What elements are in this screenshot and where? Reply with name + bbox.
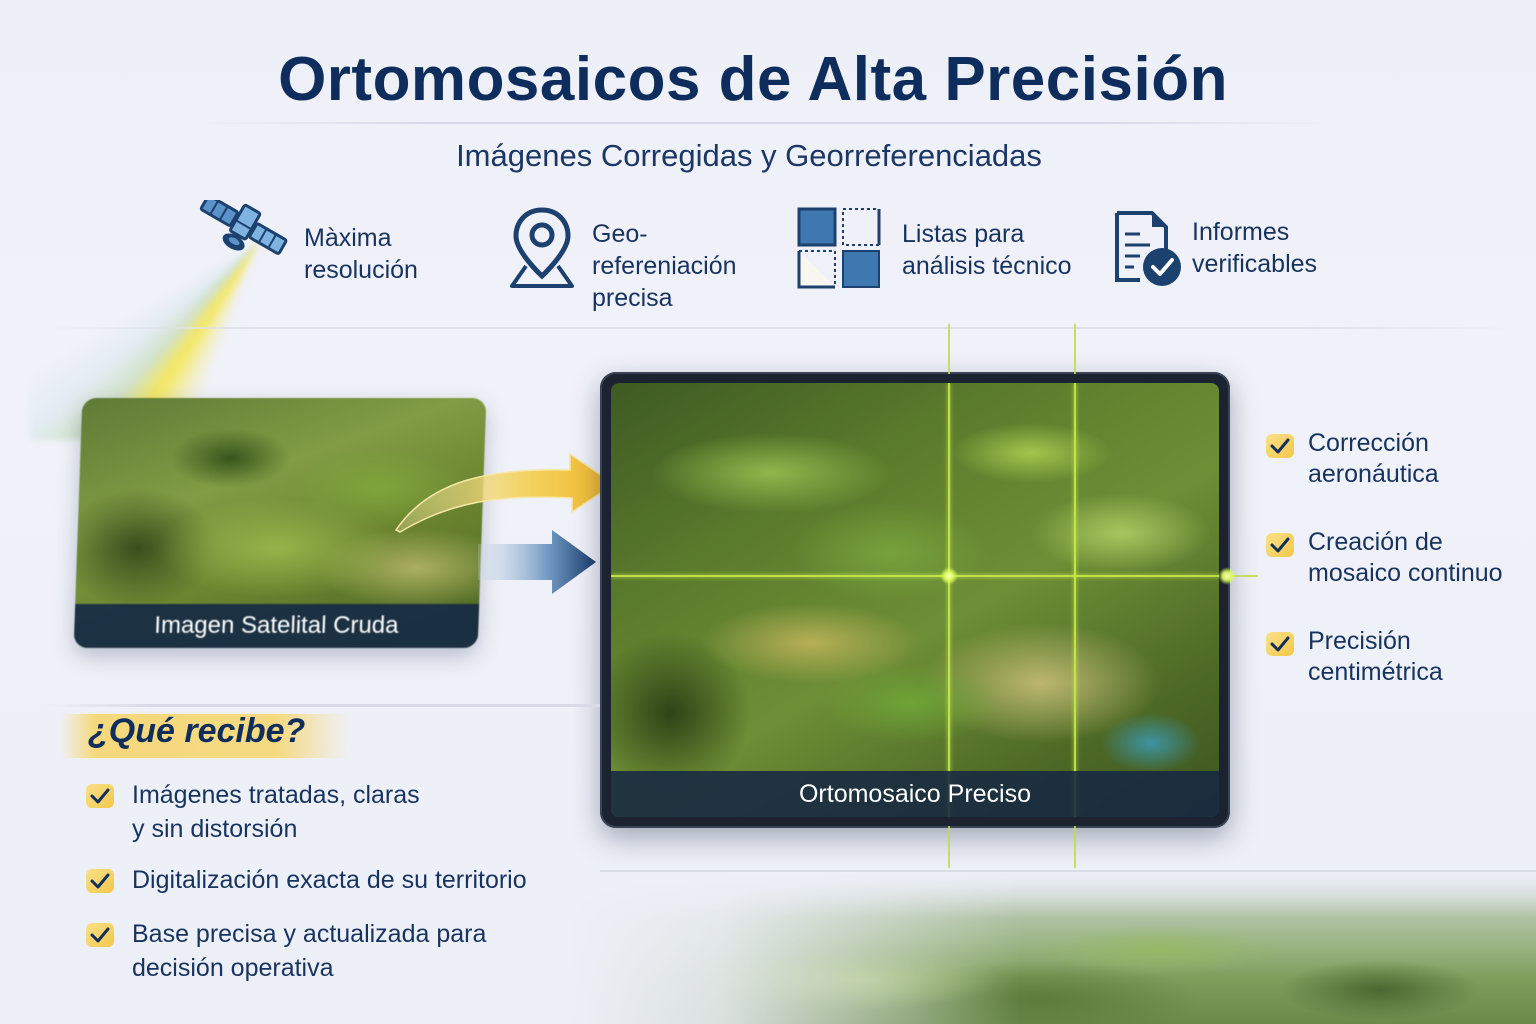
grid-line-vertical (1074, 383, 1076, 817)
grid-extension (1074, 826, 1076, 872)
feature-label-line2: verificables (1192, 250, 1318, 278)
landscape-fade-left (560, 868, 1020, 1024)
map-pin-icon (506, 206, 578, 292)
benefit-line2: centimétrica (1308, 658, 1443, 686)
check-icon (86, 923, 114, 947)
feature-analysis-ready: Listas para análisis técnico (796, 206, 1072, 290)
benefit-line2: mosaico continuo (1308, 559, 1503, 587)
transform-arrow-blue (478, 530, 596, 594)
benefit-item: Corrección aeronáutica (1266, 428, 1439, 490)
feature-label-line2: refereniación (592, 252, 737, 280)
grid-intersection-glow (940, 567, 958, 585)
feature-label-line3: precisa (592, 284, 673, 312)
grid-extension (948, 826, 950, 872)
transform-arrow-gold (394, 452, 616, 533)
feature-label-line1: Informes (1192, 218, 1290, 246)
page-title: Ortomosaicos de Alta Precisión (278, 45, 1228, 114)
title-divider (200, 122, 1330, 124)
feature-divider (40, 327, 1520, 329)
page-subtitle: Imágenes Corregidas y Georreferenciadas (456, 138, 1042, 173)
feature-verifiable-reports: Informes verificables (1114, 210, 1317, 288)
feature-label-line1: Geo- (592, 220, 648, 248)
deliverable-line2: decisión operativa (132, 954, 334, 982)
check-icon (1266, 533, 1294, 557)
grid-extension (1074, 324, 1076, 374)
grid-tiles-icon (796, 206, 882, 290)
check-icon (86, 784, 114, 808)
section-title-highlight (60, 714, 350, 758)
check-icon (1266, 434, 1294, 458)
benefit-line1: Corrección (1308, 429, 1429, 457)
grid-line-vertical (948, 383, 950, 817)
grid-edge-glow (1218, 567, 1236, 585)
check-icon (86, 869, 114, 893)
landscape-divider (600, 870, 1536, 872)
grid-line-horizontal (611, 575, 1219, 577)
benefit-item: Creación de mosaico continuo (1266, 527, 1503, 589)
feature-georeferencing: Geo- refereniación precisa (506, 206, 737, 314)
benefit-line1: Precisión (1308, 627, 1411, 655)
orthomosaic-caption: Ortomosaico Preciso (611, 771, 1219, 817)
deliverable-line1: Digitalización exacta de su territorio (132, 866, 527, 894)
feature-max-resolution: Màxima resolución (190, 194, 418, 286)
section-divider (40, 704, 600, 707)
grid-extension (948, 324, 950, 374)
check-icon (1266, 632, 1294, 656)
feature-label-line2: resolución (304, 256, 418, 284)
deliverable-line1: Imágenes tratadas, claras (132, 781, 420, 809)
satellite-icon (190, 194, 290, 266)
feature-label-line1: Listas para (902, 220, 1025, 248)
feature-label-line1: Màxima (304, 224, 392, 252)
grid-extension (1228, 575, 1258, 577)
benefit-item: Precisión centimétrica (1266, 626, 1443, 688)
raw-image-caption: Imagen Satelital Cruda (73, 604, 480, 648)
document-check-icon (1114, 210, 1184, 288)
deliverable-line2: y sin distorsión (132, 815, 298, 843)
benefit-line2: aeronáutica (1308, 460, 1439, 488)
deliverable-line1: Base precisa y actualizada para (132, 920, 487, 948)
feature-label-line2: análisis técnico (902, 252, 1072, 280)
benefit-line1: Creación de (1308, 528, 1443, 556)
orthomosaic-frame: Ortomosaico Preciso (600, 372, 1230, 828)
deliverable-item: Imágenes tratadas, claras y sin distorsi… (86, 778, 420, 846)
deliverable-item: Base precisa y actualizada para decisión… (86, 917, 486, 985)
orthomosaic-image: Ortomosaico Preciso (611, 383, 1219, 817)
deliverable-item: Digitalización exacta de su territorio (86, 863, 527, 897)
deliverables-title: ¿Qué recibe? (88, 712, 306, 750)
